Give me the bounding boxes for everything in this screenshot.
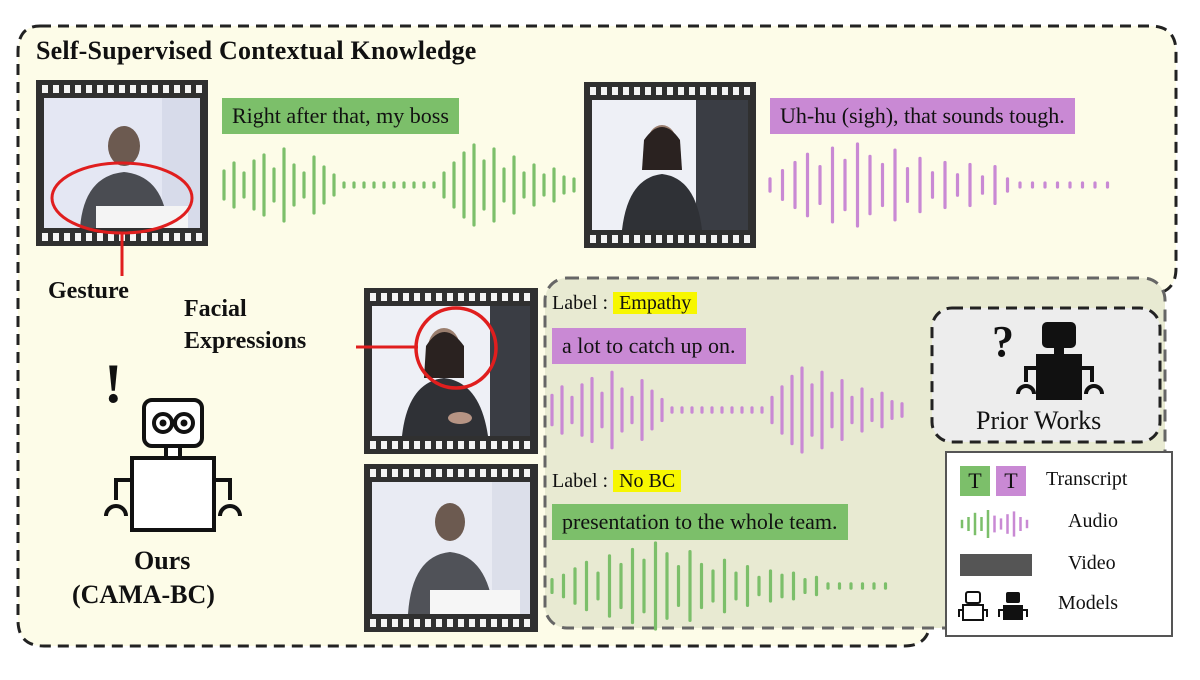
legend-t-speaker: T bbox=[960, 466, 990, 496]
diagram-title: Self-Supervised Contextual Knowledge bbox=[36, 36, 477, 65]
transcript-speaker-top: Right after that, my boss bbox=[222, 98, 459, 134]
gesture-marker bbox=[50, 161, 194, 276]
listener-figure bbox=[592, 100, 748, 230]
transcript-listener-mid: a lot to catch up on. bbox=[552, 328, 746, 364]
legend-transcript-label: Transcript bbox=[1046, 468, 1128, 490]
facial-label-line2: Expressions bbox=[184, 328, 307, 354]
listener-mid-figure bbox=[372, 306, 530, 436]
video-frame-listener-mid bbox=[364, 288, 538, 454]
transcript-listener-top: Uh-hu (sigh), that sounds tough. bbox=[770, 98, 1075, 134]
speaker-figure bbox=[44, 98, 200, 228]
audio-wave-listener-top bbox=[768, 142, 1110, 228]
transcript-speaker-bottom: presentation to the whole team. bbox=[552, 504, 848, 540]
gesture-label: Gesture bbox=[48, 278, 129, 304]
ours-name: Ours bbox=[134, 546, 191, 575]
legend-video-label: Video bbox=[1068, 552, 1116, 574]
label-prefix-top: Label : bbox=[552, 292, 609, 314]
legend-audio-label: Audio bbox=[1068, 510, 1118, 532]
exclamation-mark: ! bbox=[104, 353, 123, 415]
facial-marker bbox=[356, 306, 498, 390]
label-row-bottom: Label : No BC bbox=[552, 470, 682, 493]
video-frame-listener-top bbox=[584, 82, 756, 248]
speaker-bottom-figure bbox=[372, 482, 530, 614]
legend-transcript: T T Transcript bbox=[946, 466, 1172, 498]
robot-icon bbox=[104, 398, 242, 532]
ours-method: (CAMA-BC) bbox=[72, 580, 215, 609]
video-frame-speaker-bottom bbox=[364, 464, 538, 632]
legend-models-label: Models bbox=[1058, 592, 1118, 614]
legend-audio: Audio bbox=[946, 508, 1172, 540]
legend-models-icon bbox=[958, 591, 1028, 621]
label-value-no-bc: No BC bbox=[613, 470, 682, 492]
label-prefix-bottom: Label : bbox=[552, 470, 609, 492]
legend-audio-icon bbox=[960, 510, 1029, 538]
label-row-top: Label : Empathy bbox=[552, 292, 698, 315]
audio-wave-listener-mid bbox=[550, 366, 904, 454]
audio-wave-speaker-top bbox=[222, 143, 576, 227]
prior-works-label: Prior Works bbox=[976, 406, 1102, 435]
legend-models: Models bbox=[946, 590, 1172, 622]
prior-robot-icon bbox=[1016, 322, 1104, 400]
legend-video: Video bbox=[946, 550, 1172, 582]
audio-wave-speaker-bottom bbox=[550, 541, 888, 631]
legend-t-listener: T bbox=[996, 466, 1026, 496]
legend-video-swatch bbox=[960, 554, 1032, 576]
question-mark: ? bbox=[992, 317, 1014, 366]
label-value-empathy: Empathy bbox=[613, 292, 698, 314]
legend: T T Transcript Audio Video Models bbox=[946, 452, 1172, 636]
facial-label-line1: Facial bbox=[184, 296, 247, 322]
